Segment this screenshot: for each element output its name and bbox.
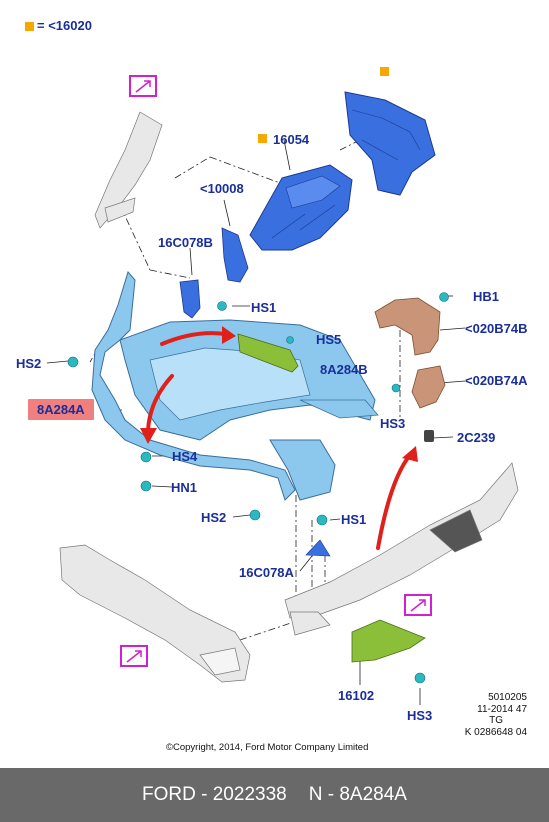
drawing-info-line4: K 0286648 04 xyxy=(464,726,527,738)
label-16c078b: 16C078B xyxy=(158,235,213,250)
upper-bracket-part xyxy=(249,164,353,251)
label-16054: 16054 xyxy=(273,132,310,147)
bushing-2c239 xyxy=(424,430,434,442)
view-callouts xyxy=(120,75,432,667)
label-hs2-lower: HS2 xyxy=(201,510,227,525)
bracket-8a284b xyxy=(237,333,299,373)
label-16102: 16102 xyxy=(338,688,375,703)
label-hs4: HS4 xyxy=(172,449,198,464)
side-rail xyxy=(284,462,519,636)
label-hb1: HB1 xyxy=(473,289,500,304)
orange-marker-16054 xyxy=(258,134,267,143)
copyright-notice: ©Copyright, 2014, Ford Motor Company Lim… xyxy=(166,742,369,753)
label-020b74a: <020B74A xyxy=(465,373,528,388)
footer-part-number: FORD - 2022338 xyxy=(142,784,287,805)
legend-marker-square xyxy=(25,22,34,31)
label-020b74b: <020B74B xyxy=(465,321,528,336)
grey-upper-structure xyxy=(94,111,163,229)
label-hs5: HS5 xyxy=(316,332,342,347)
fasteners xyxy=(67,292,449,684)
upper-panel-part xyxy=(344,91,436,196)
drawing-info-block: 5010205 11-2014 47 TG K 0286648 04 xyxy=(465,692,527,738)
label-hs3-upper: HS3 xyxy=(380,416,406,431)
footer-reference-number: N - 8A284A xyxy=(308,784,407,805)
footer-bar: FORD - 2022338 N - 8A284A xyxy=(0,768,549,822)
red-arrows xyxy=(146,331,412,550)
legend-text: = <16020 xyxy=(37,18,92,33)
label-hn1: HN1 xyxy=(171,480,198,495)
bracket-16c078b xyxy=(179,279,201,319)
label-10008: <10008 xyxy=(200,181,244,196)
label-hs1-lower: HS1 xyxy=(341,512,367,527)
small-bracket-part xyxy=(221,227,249,283)
radiator-support-part xyxy=(91,270,379,501)
label-hs1-upper: HS1 xyxy=(251,300,277,315)
drawing-info-line1: 5010205 xyxy=(488,692,527,703)
label-hs2-left: HS2 xyxy=(16,356,42,371)
clip-16c078a xyxy=(305,539,331,557)
drawing-info-line3: TG xyxy=(489,715,503,726)
red-arrowheads xyxy=(140,326,418,462)
orange-marker-panel xyxy=(380,67,389,76)
label-16c078a: 16C078A xyxy=(239,565,294,580)
lower-bumper-beam xyxy=(59,544,251,683)
label-8a284b: 8A284B xyxy=(320,362,368,377)
view-callout-arrows xyxy=(126,80,426,663)
bracket-16102 xyxy=(351,619,426,663)
label-8a284a-highlighted: 8A284A xyxy=(28,399,94,420)
drawing-info-line2: 11-2014 47 xyxy=(477,703,527,715)
label-2c239: 2C239 xyxy=(457,430,496,445)
legend: = <16020 xyxy=(25,19,92,32)
exploded-parts-diagram xyxy=(46,67,519,705)
brown-brackets xyxy=(374,297,446,409)
label-hs3-lower: HS3 xyxy=(407,708,433,723)
